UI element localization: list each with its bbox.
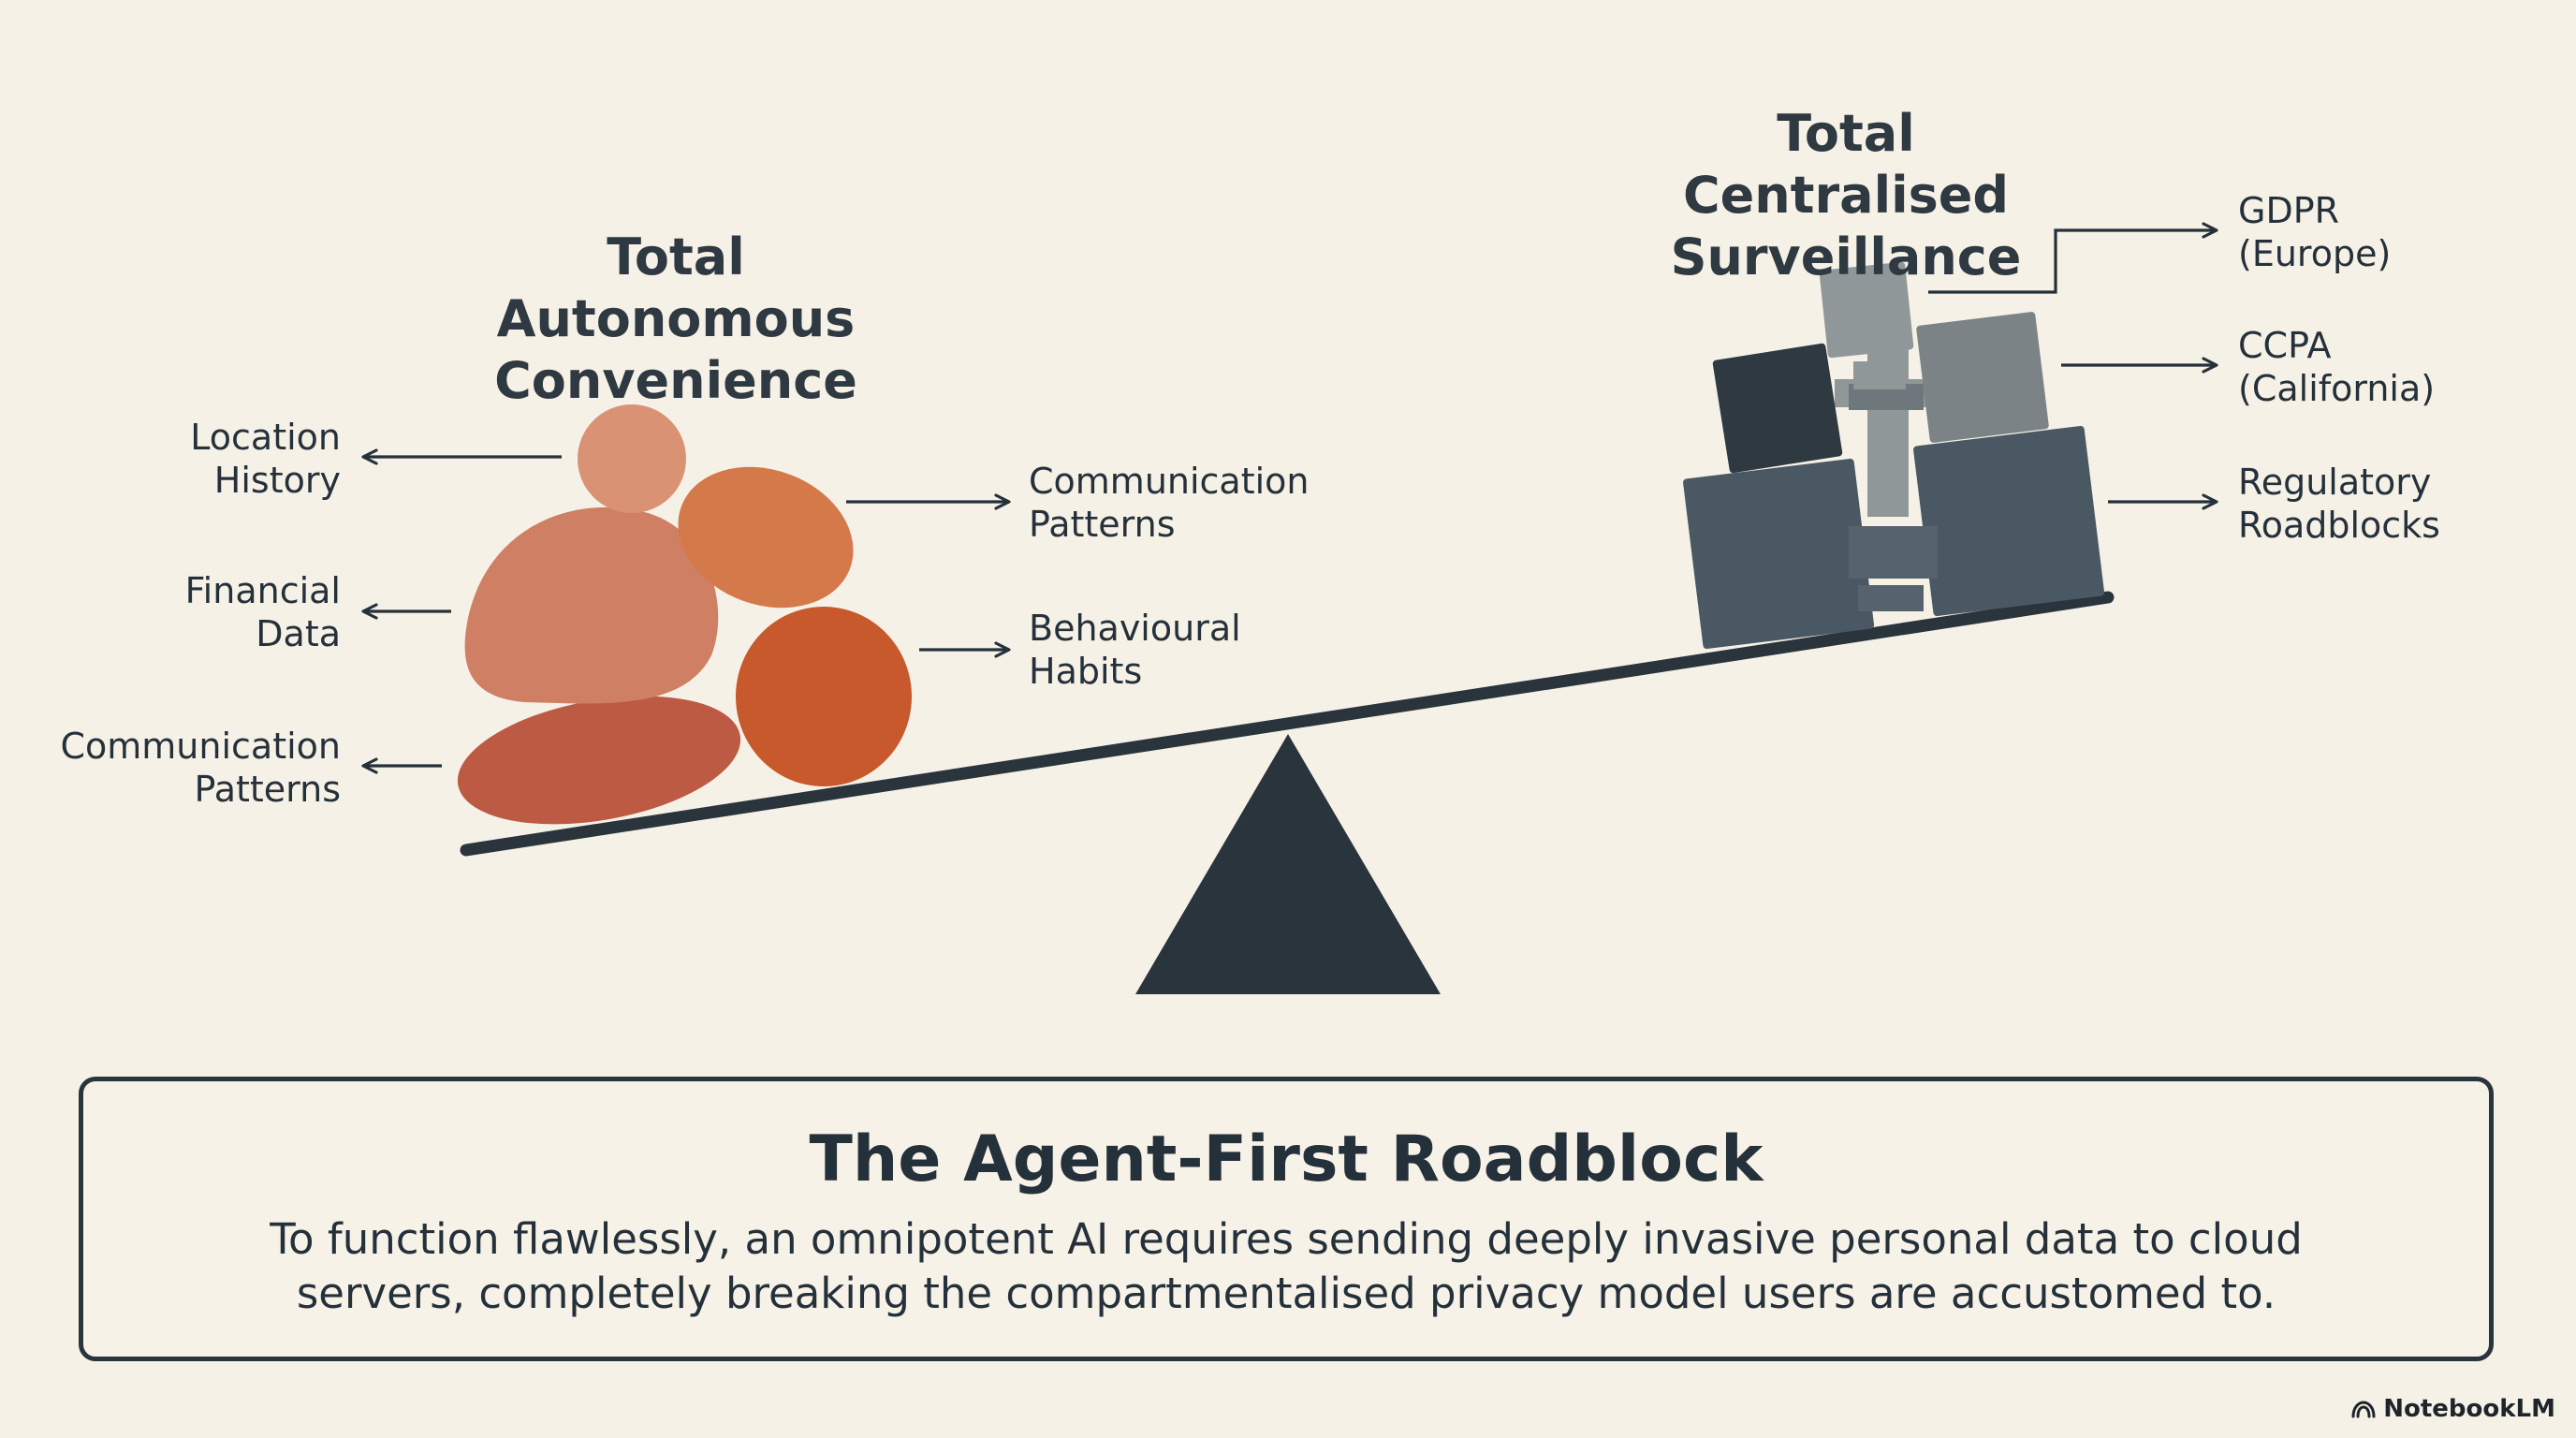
stone-location-history	[578, 404, 686, 513]
summary-body: To function flawlessly, an omnipotent AI…	[270, 1214, 2303, 1318]
block-bottom-right	[1913, 425, 2105, 617]
regulatory-blocks	[1683, 261, 2105, 650]
label-communication-patterns-left: Communication Patterns	[60, 726, 341, 810]
label-gdpr: GDPR (Europe)	[2238, 190, 2392, 274]
stone-communication-patterns-top	[678, 466, 854, 609]
stone-financial-data	[464, 506, 719, 704]
block-connector-lower	[1858, 585, 1924, 611]
brand-mark: NotebookLM	[2351, 1395, 2555, 1423]
stone-communication-patterns	[457, 696, 741, 825]
seesaw-beam	[460, 591, 2115, 857]
brand-name: NotebookLM	[2383, 1395, 2555, 1423]
summary-box: The Agent-First Roadblock To function fl…	[79, 1077, 2494, 1361]
block-neck	[1853, 361, 1906, 389]
notebooklm-logo-icon	[2351, 1401, 2376, 1418]
label-behavioural-habits: Behavioural Habits	[1029, 608, 1241, 692]
right-group-title: Total Centralised Surveillance	[1670, 104, 2022, 286]
label-regulatory-roadblocks: Regulatory Roadblocks	[2238, 462, 2440, 546]
label-location-history: Location History	[190, 417, 341, 501]
fulcrum-triangle	[1135, 734, 1441, 994]
label-financial-data: Financial Data	[184, 570, 341, 654]
personal-data-stones	[457, 404, 912, 825]
left-group-title: Total Autonomous Convenience	[494, 227, 857, 410]
arrow-gdpr	[1928, 222, 2218, 294]
block-top-left-dark	[1712, 343, 1843, 474]
label-ccpa: CCPA (California)	[2238, 325, 2436, 409]
block-bottom-left	[1683, 458, 1875, 650]
summary-title: The Agent-First Roadblock	[809, 1123, 1764, 1196]
label-communication-patterns-right: Communication Patterns	[1029, 461, 1310, 545]
block-connector	[1849, 526, 1938, 579]
block-top-small	[1819, 261, 1914, 359]
block-top-right-grey	[1916, 312, 2049, 443]
stone-behavioural-habits	[736, 607, 912, 786]
